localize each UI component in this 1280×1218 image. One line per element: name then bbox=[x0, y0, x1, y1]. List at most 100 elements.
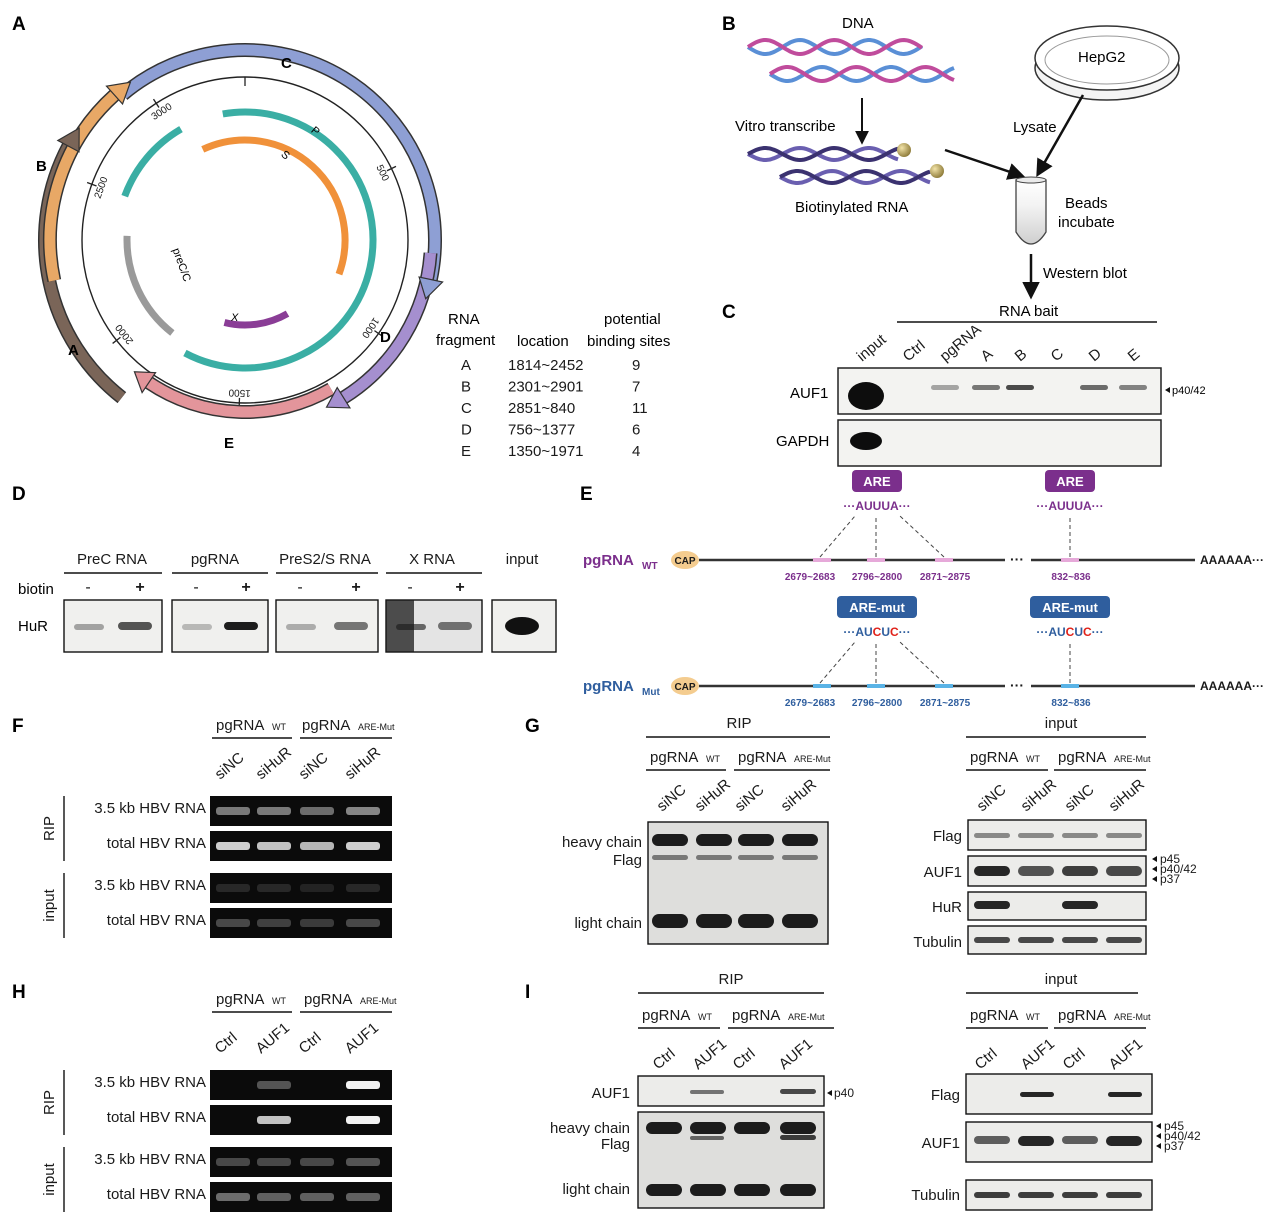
polya-label: AAAAAA··· bbox=[1200, 553, 1264, 567]
biotin-label: biotin bbox=[18, 581, 54, 598]
gel-band bbox=[216, 919, 250, 927]
gel-band bbox=[346, 1081, 380, 1089]
lane-label: Ctrl bbox=[1060, 1045, 1089, 1073]
band-heavy-chain bbox=[652, 834, 688, 846]
marker-arrow bbox=[1156, 1143, 1161, 1149]
gene-label-x: X bbox=[230, 312, 239, 324]
rna-helix-1-strand-a bbox=[747, 145, 899, 163]
lane-label: siNC bbox=[296, 749, 332, 783]
gel-strip bbox=[210, 873, 392, 903]
blot-auf1-i-band bbox=[974, 1136, 1010, 1144]
band-hur-minus bbox=[286, 624, 316, 630]
table-header-fragment-2: fragment bbox=[436, 332, 496, 349]
gene-arc-s bbox=[201, 136, 349, 276]
header-mut: pgRNA bbox=[302, 717, 350, 734]
genome-circle bbox=[81, 76, 409, 404]
gene-arc-x bbox=[223, 310, 290, 329]
incubate-label: incubate bbox=[1058, 214, 1115, 231]
gel-band bbox=[346, 807, 380, 815]
gel-band bbox=[300, 919, 334, 927]
gene-arcs bbox=[121, 108, 377, 372]
band-flag-i bbox=[780, 1135, 816, 1140]
gel-band bbox=[257, 807, 291, 815]
band-heavy-chain bbox=[696, 834, 732, 846]
header-mut: pgRNA bbox=[732, 1007, 780, 1024]
lane-label-c: A bbox=[978, 346, 997, 365]
lane-label: siHuR bbox=[253, 744, 295, 783]
header-mut: pgRNA bbox=[1058, 1007, 1106, 1024]
blot-x-smear bbox=[386, 600, 414, 652]
dna-helix-2-strand-a bbox=[768, 64, 955, 84]
row-label: AUF1 bbox=[592, 1085, 630, 1102]
gel-band bbox=[346, 1193, 380, 1201]
band-hur-plus bbox=[118, 622, 152, 630]
are-site bbox=[867, 558, 885, 562]
beads-tube bbox=[1015, 176, 1047, 245]
blot-flag-g-band bbox=[1018, 833, 1054, 838]
row-label-hur-d: HuR bbox=[18, 618, 48, 635]
vitro-label: Vitro transcribe bbox=[735, 118, 836, 135]
table-cell-location: 756~1377 bbox=[508, 422, 575, 439]
genome-tick-label: 1000 bbox=[359, 315, 381, 340]
row-label: 3.5 kb HBV RNA bbox=[94, 1074, 206, 1091]
table-header-sites-2: binding sites bbox=[587, 333, 670, 350]
are-site bbox=[935, 684, 953, 688]
band-light-chain bbox=[782, 914, 818, 928]
header-mut-sub: ARE-Mut bbox=[1114, 1012, 1151, 1022]
gel-band bbox=[346, 919, 380, 927]
biotin-minus: - bbox=[85, 579, 90, 596]
marker-arrow bbox=[827, 1090, 832, 1096]
are-mut-sequence: ···AUCUC··· bbox=[1036, 625, 1103, 639]
i-marker: p45 bbox=[1164, 1119, 1184, 1133]
blot-flag-g bbox=[967, 819, 1147, 851]
genome-tick bbox=[386, 165, 397, 172]
header-wt: pgRNA bbox=[216, 991, 264, 1008]
fragment-arrow-b bbox=[44, 91, 119, 282]
row-label: total HBV RNA bbox=[107, 1186, 206, 1203]
rip-label-i: RIP bbox=[718, 971, 743, 988]
are-site bbox=[935, 558, 953, 562]
rna-groups-d: PreC RNA-+pgRNA-+PreS2/S RNA-+X RNA-+inp… bbox=[64, 551, 539, 596]
lysate-label: Lysate bbox=[1013, 119, 1057, 136]
band-flag-i bbox=[690, 1136, 724, 1140]
row-label: total HBV RNA bbox=[107, 835, 206, 852]
fragment-arrowhead bbox=[56, 127, 80, 153]
header-mut-sub: ARE-Mut bbox=[358, 722, 395, 732]
input-label-g: input bbox=[1045, 715, 1078, 732]
are-connector bbox=[819, 515, 856, 558]
row-label: AUF1 bbox=[924, 864, 962, 881]
lane-label: AUF1 bbox=[776, 1035, 816, 1073]
gel-band bbox=[300, 1158, 334, 1166]
blot-auf1-rip-i-band bbox=[690, 1090, 724, 1094]
row-label: Flag bbox=[613, 852, 642, 869]
table-cell-sites: 9 bbox=[632, 357, 640, 374]
blot-flag-g-band bbox=[1062, 833, 1098, 838]
group-label-rip: RIP bbox=[41, 816, 58, 841]
row-label-sub-wt: WT bbox=[642, 561, 658, 572]
gel-band bbox=[346, 884, 380, 892]
table-cell-sites: 11 bbox=[632, 400, 648, 417]
gel-band bbox=[257, 884, 291, 892]
header-wt: pgRNA bbox=[216, 717, 264, 734]
fragment-arrowhead bbox=[325, 386, 352, 409]
header-mut: pgRNA bbox=[304, 991, 352, 1008]
genome-tick-label: 2000 bbox=[113, 321, 136, 346]
dna-helix-1-strand-a bbox=[746, 37, 924, 57]
header-wt-sub: WT bbox=[706, 754, 720, 764]
band-heavy-chain bbox=[734, 1122, 770, 1134]
band-flag bbox=[738, 855, 774, 860]
lane-label-c: D bbox=[1086, 345, 1105, 365]
header-wt-sub: WT bbox=[272, 722, 286, 732]
row-label: 3.5 kb HBV RNA bbox=[94, 877, 206, 894]
header-wt: pgRNA bbox=[970, 749, 1018, 766]
band-heavy-chain bbox=[690, 1122, 726, 1134]
marker-arrow bbox=[1152, 866, 1157, 872]
are-connector bbox=[819, 641, 856, 684]
g-marker: p45 bbox=[1160, 852, 1180, 866]
header-mut: pgRNA bbox=[1058, 749, 1106, 766]
lane-label-c: B bbox=[1012, 346, 1031, 365]
